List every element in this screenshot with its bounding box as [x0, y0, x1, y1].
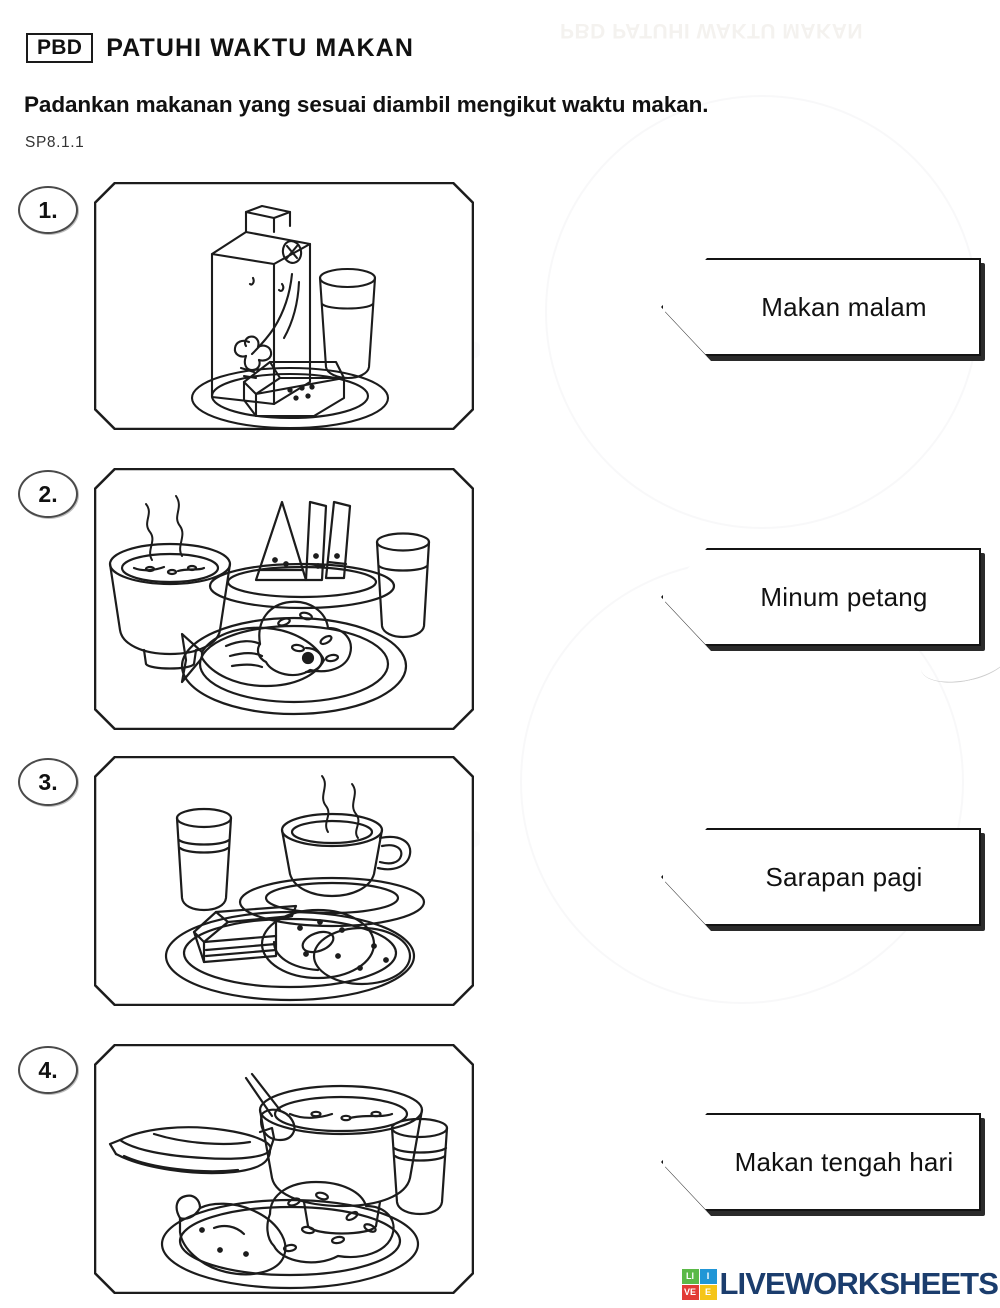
item-number-4: 4. — [18, 1046, 78, 1094]
answer-label: Makan malam — [761, 291, 927, 322]
answer-label: Sarapan pagi — [765, 861, 923, 892]
item-number-2: 2. — [18, 470, 78, 518]
picture-box-2[interactable] — [94, 468, 474, 730]
logo-cell-i: I — [699, 1268, 717, 1284]
page-title: PATUHI WAKTU MAKAN — [106, 33, 414, 62]
food-illustration-tea-cake — [164, 775, 426, 1002]
food-illustration-dinner-fish — [108, 495, 431, 716]
liveworksheets-logo[interactable]: LI I VE E LIVEWORKSHEETS — [681, 1266, 999, 1302]
picture-box-3[interactable] — [94, 756, 474, 1006]
answer-option-2[interactable]: Minum petang — [661, 548, 985, 651]
worksheet-header: PBD PATUHI WAKTU MAKAN — [26, 33, 414, 63]
banner-face — [661, 828, 981, 926]
scan-ghost-text: PBD PATUHI WAKTU MAKAN — [560, 19, 864, 42]
logo-cell-e: E — [699, 1284, 717, 1300]
answer-option-4[interactable]: Makan tengah hari — [661, 1113, 985, 1216]
logo-cell-li: LI — [681, 1268, 699, 1284]
answer-option-3[interactable]: Sarapan pagi — [661, 828, 985, 931]
food-illustration-breakfast-milk — [190, 204, 390, 430]
picture-box-1[interactable] — [94, 182, 474, 430]
answer-label: Minum petang — [760, 581, 928, 612]
instruction-text: Padankan makanan yang sesuai diambil men… — [24, 92, 709, 117]
banner-face — [661, 548, 981, 646]
standard-code: SP8.1.1 — [25, 134, 85, 151]
banner-face — [661, 258, 981, 356]
liveworksheets-logo-icon: LI I VE E — [681, 1268, 717, 1300]
picture-box-4[interactable] — [94, 1044, 474, 1294]
food-illustration-lunch-chicken — [108, 1072, 449, 1290]
banner-face — [661, 1113, 981, 1211]
answer-label: Makan tengah hari — [734, 1146, 954, 1177]
item-number-1: 1. — [18, 186, 78, 234]
logo-cell-ve: VE — [681, 1284, 699, 1300]
liveworksheets-wordmark: LIVEWORKSHEETS — [719, 1266, 999, 1301]
item-number-3: 3. — [18, 758, 78, 806]
answer-option-1[interactable]: Makan malam — [661, 258, 985, 361]
pbd-badge: PBD — [26, 33, 94, 63]
